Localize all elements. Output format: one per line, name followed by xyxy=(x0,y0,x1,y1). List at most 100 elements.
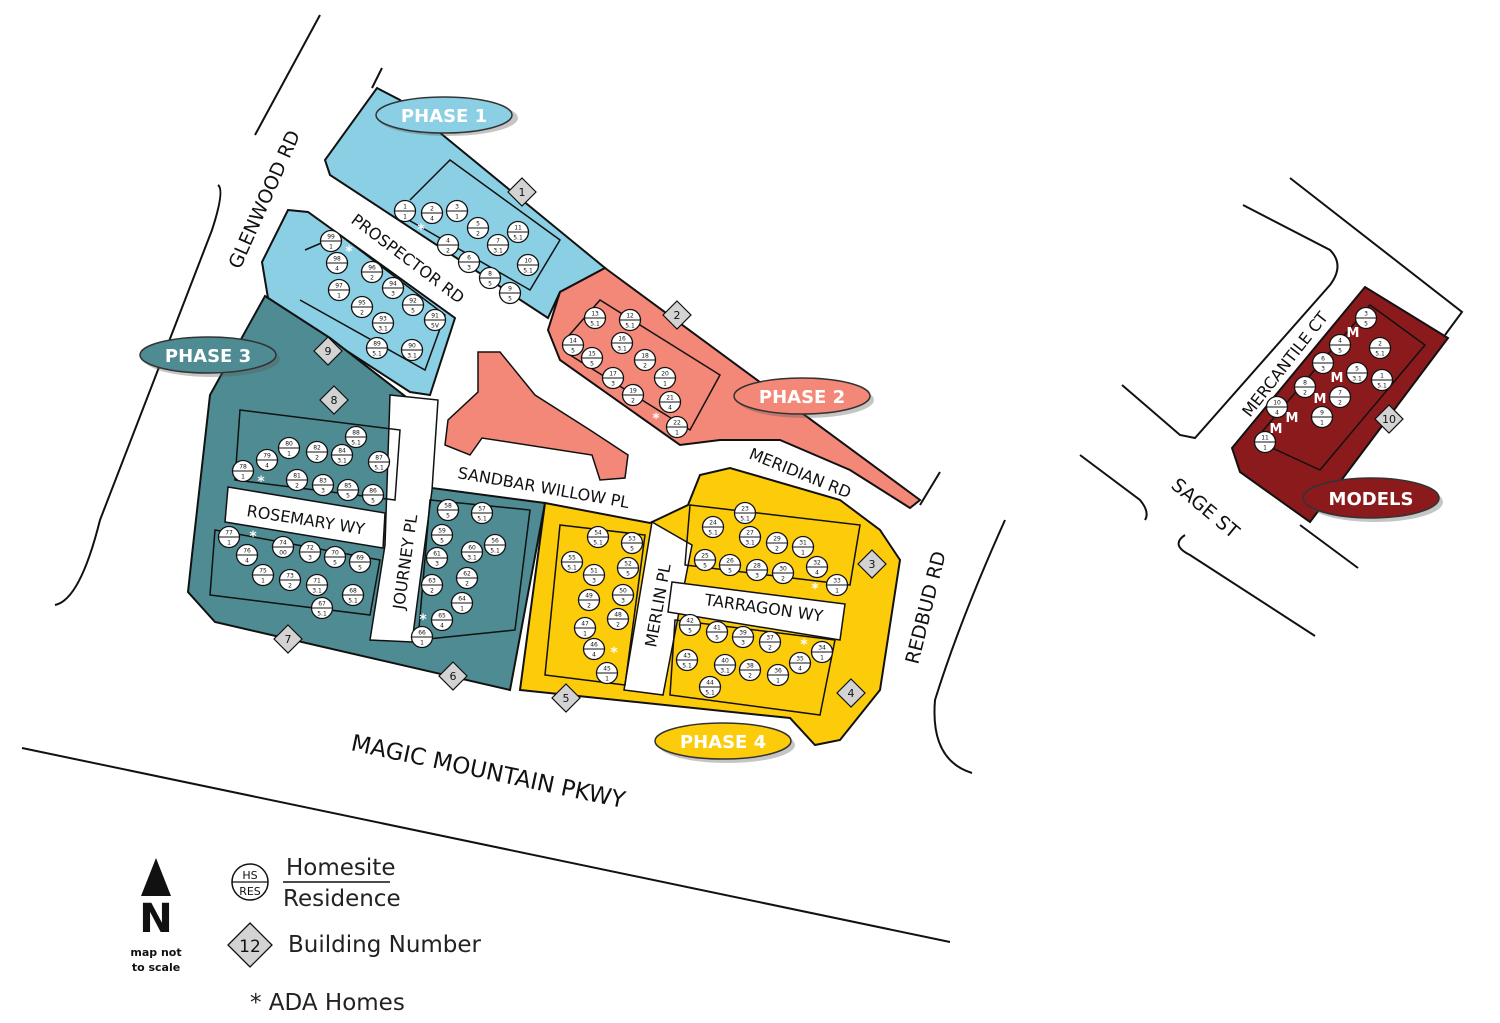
building-number-badge[interactable]: 6 xyxy=(438,661,468,691)
homesite-marker[interactable]: 105.1 xyxy=(516,253,540,277)
model-homesite-marker[interactable]: 63 xyxy=(1311,351,1335,375)
homesite-marker[interactable]: 283 xyxy=(745,558,769,582)
homesite-marker[interactable]: 723 xyxy=(298,540,322,564)
building-number-badge[interactable]: 2 xyxy=(662,300,692,330)
homesite-marker[interactable]: 575.1 xyxy=(470,501,494,525)
model-homesite-marker[interactable]: 53.1 xyxy=(1345,361,1369,385)
homesite-marker[interactable]: 11 xyxy=(393,199,417,223)
phase-4-label[interactable]: PHASE 4 xyxy=(654,722,795,763)
homesite-marker[interactable]: 622 xyxy=(455,566,479,590)
homesite-marker[interactable]: 173 xyxy=(601,366,625,390)
homesite-marker[interactable]: 545.1 xyxy=(586,525,610,549)
homesite-marker[interactable]: 311 xyxy=(791,535,815,559)
building-number-badge[interactable]: 8 xyxy=(319,385,349,415)
homesite-marker[interactable]: 331 xyxy=(825,573,849,597)
homesite-marker[interactable]: 895.1 xyxy=(365,336,389,360)
homesite-marker[interactable]: 503 xyxy=(611,583,635,607)
homesite-marker[interactable]: 565.1 xyxy=(483,533,507,557)
building-number-badge[interactable]: 4 xyxy=(836,678,866,708)
homesite-marker[interactable]: 603.1 xyxy=(460,540,484,564)
homesite-marker[interactable]: 273.1 xyxy=(738,525,762,549)
building-number-badge[interactable]: 9 xyxy=(313,336,343,366)
homesite-marker[interactable]: 903.1 xyxy=(400,338,424,362)
homesite-marker[interactable]: 403.1 xyxy=(713,653,737,677)
homesite-marker[interactable]: 221 xyxy=(665,415,689,439)
homesite-marker[interactable]: 801 xyxy=(277,436,301,460)
homesite-marker[interactable]: 555.1 xyxy=(560,550,584,574)
homesite-marker[interactable]: 952 xyxy=(350,295,374,319)
homesite-marker[interactable]: 822 xyxy=(305,440,329,464)
building-number-badge[interactable]: 1 xyxy=(507,177,537,207)
model-homesite-marker[interactable]: 15.1 xyxy=(1370,368,1394,392)
homesite-marker[interactable]: 471 xyxy=(573,616,597,640)
homesite-marker[interactable]: 933.1 xyxy=(371,311,395,335)
phase-1-label[interactable]: PHASE 1 xyxy=(375,96,518,136)
homesite-marker[interactable]: 962 xyxy=(360,260,384,284)
homesite-marker[interactable]: 661 xyxy=(410,625,434,649)
homesite-marker[interactable]: 415 xyxy=(705,620,729,644)
phase-3-label[interactable]: PHASE 3 xyxy=(139,336,280,377)
building-number-badge[interactable]: 5 xyxy=(551,683,581,713)
building-number-badge[interactable]: 7 xyxy=(273,624,303,654)
models-label[interactable]: MODELS xyxy=(1302,477,1443,522)
homesite-marker[interactable]: 943 xyxy=(381,276,405,300)
homesite-marker[interactable]: 52 xyxy=(466,216,490,240)
homesite-marker[interactable]: 781 xyxy=(231,459,255,483)
homesite-marker[interactable]: 654 xyxy=(430,608,454,632)
homesite-marker[interactable]: 713.1 xyxy=(305,573,329,597)
homesite-marker[interactable]: 341 xyxy=(810,640,834,664)
homesite-marker[interactable]: 991 xyxy=(319,229,343,253)
homesite-marker[interactable]: 73.1 xyxy=(486,233,510,257)
homesite-marker[interactable]: 85 xyxy=(478,266,502,290)
homesite-marker[interactable]: 24 xyxy=(420,201,444,225)
homesite-marker[interactable]: 885.1 xyxy=(344,425,368,449)
homesite-marker[interactable]: 865 xyxy=(361,483,385,507)
homesite-marker[interactable]: 245.1 xyxy=(701,515,725,539)
homesite-marker[interactable]: 971 xyxy=(327,278,351,302)
homesite-marker[interactable]: 115.1 xyxy=(506,220,530,244)
model-homesite-marker[interactable]: 45 xyxy=(1328,333,1352,357)
homesite-marker[interactable]: 354 xyxy=(788,651,812,675)
homesite-marker[interactable]: 95 xyxy=(498,281,522,305)
homesite-marker[interactable]: 875.1 xyxy=(367,450,391,474)
homesite-marker[interactable]: 255 xyxy=(693,548,717,572)
building-number-badge[interactable]: 3 xyxy=(857,549,887,579)
homesite-marker[interactable]: 751 xyxy=(251,563,275,587)
homesite-marker[interactable]: 125.1 xyxy=(618,308,642,332)
homesite-marker[interactable]: 182 xyxy=(633,348,657,372)
homesite-marker[interactable]: 492 xyxy=(577,588,601,612)
homesite-marker[interactable]: 445.1 xyxy=(698,675,722,699)
homesite-marker[interactable]: 361 xyxy=(766,663,790,687)
homesite-marker[interactable]: 812 xyxy=(285,468,309,492)
homesite-marker[interactable]: 42 xyxy=(436,233,460,257)
model-homesite-marker[interactable]: 104 xyxy=(1265,395,1289,419)
homesite-marker[interactable]: 675.1 xyxy=(310,596,334,620)
homesite-marker[interactable]: 984 xyxy=(325,251,349,275)
homesite-marker[interactable]: 833 xyxy=(311,473,335,497)
homesite-marker[interactable]: 393 xyxy=(731,625,755,649)
homesite-marker[interactable]: 632 xyxy=(420,573,444,597)
homesite-marker[interactable]: 425 xyxy=(678,613,702,637)
homesite-marker[interactable]: 214 xyxy=(658,390,682,414)
model-homesite-marker[interactable]: 82 xyxy=(1293,375,1317,399)
homesite-marker[interactable]: 732 xyxy=(278,568,302,592)
homesite-marker[interactable]: 155 xyxy=(580,346,604,370)
homesite-marker[interactable]: 435.1 xyxy=(675,648,699,672)
homesite-marker[interactable]: 535 xyxy=(620,531,644,555)
homesite-marker[interactable]: 145 xyxy=(561,333,585,357)
homesite-marker[interactable]: 192 xyxy=(621,383,645,407)
homesite-marker[interactable]: 464 xyxy=(582,637,606,661)
homesite-marker[interactable]: 135.1 xyxy=(583,306,607,330)
homesite-marker[interactable]: 513 xyxy=(582,563,606,587)
model-homesite-marker[interactable]: 35 xyxy=(1354,306,1378,330)
homesite-marker[interactable]: 641 xyxy=(450,591,474,615)
homesite-marker[interactable]: 855 xyxy=(336,478,360,502)
homesite-marker[interactable]: 372 xyxy=(758,630,782,654)
homesite-marker[interactable]: 925 xyxy=(401,293,425,317)
homesite-marker[interactable]: 451 xyxy=(595,661,619,685)
phase-2-label[interactable]: PHASE 2 xyxy=(733,377,874,418)
homesite-marker[interactable]: 302 xyxy=(771,561,795,585)
homesite-marker[interactable]: 843.1 xyxy=(330,443,354,467)
